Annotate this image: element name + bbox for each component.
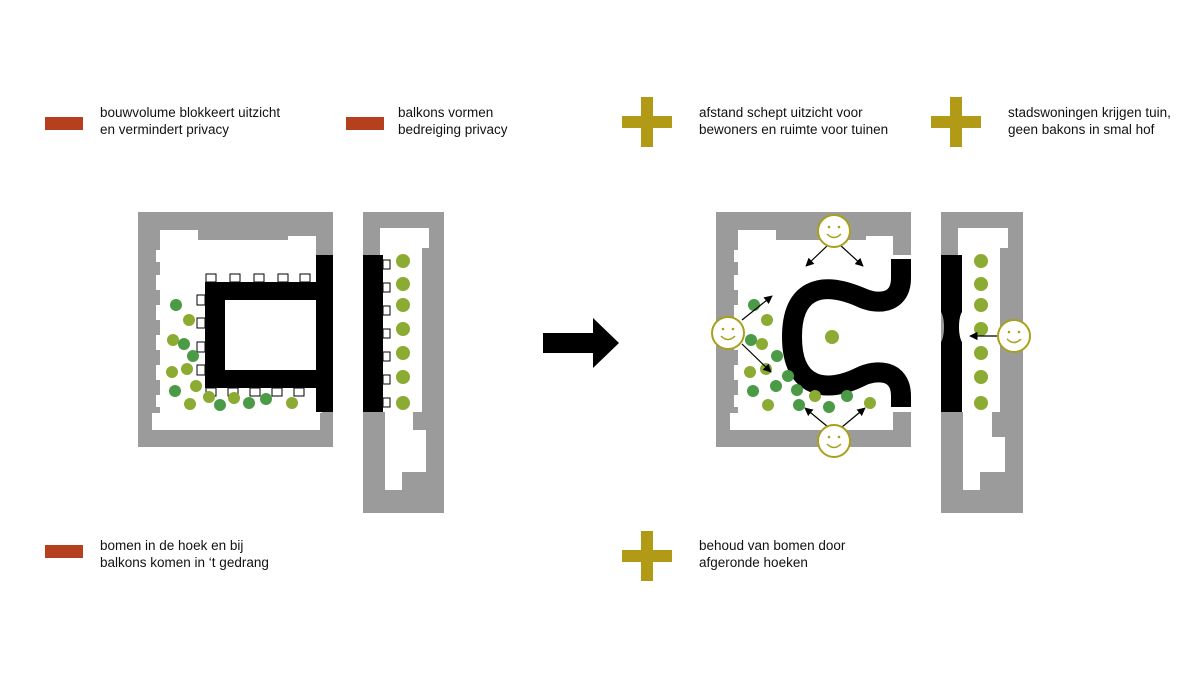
minus-bar-icon xyxy=(45,117,83,130)
legend-line: stadswoningen krijgen tuin, xyxy=(1008,105,1171,120)
minus-bar-icon xyxy=(346,117,384,130)
smiley-face-icon xyxy=(997,319,1031,353)
legend-line: balkons vormen xyxy=(398,105,494,120)
trees xyxy=(166,299,298,411)
legend-line: behoud van bomen door xyxy=(699,538,846,553)
plus-cross-icon xyxy=(931,97,981,147)
smiley-face-icon xyxy=(817,424,851,458)
legend-line: bouwvolume blokkeert uitzicht xyxy=(100,105,281,120)
building-volume-strip xyxy=(941,255,962,412)
view-arrows xyxy=(741,244,998,428)
trees xyxy=(974,254,988,410)
smiley-face-icon xyxy=(817,214,851,248)
legend-line: en vermindert privacy xyxy=(100,122,230,137)
tree xyxy=(825,330,839,344)
minus-bar-icon xyxy=(45,545,83,558)
legend-line: balkons komen in ‘t gedrang xyxy=(100,555,269,570)
legend-building-volume: bouwvolume blokkeert uitzicht en vermind… xyxy=(100,104,280,138)
legend-townhouses-garden: stadswoningen krijgen tuin, geen bakons … xyxy=(1008,104,1171,138)
trees xyxy=(744,299,876,413)
legend-line: geen bakons in smal hof xyxy=(1008,122,1155,137)
legend-preserve-trees: behoud van bomen door afgeronde hoeken xyxy=(699,537,845,571)
arrow-right-icon xyxy=(543,318,619,368)
building-block xyxy=(138,212,333,447)
building-block xyxy=(716,212,911,447)
building-volume-curved xyxy=(781,259,911,407)
legend-line: bomen in de hoek en bij xyxy=(100,538,244,553)
smiley-face-icon xyxy=(711,316,745,350)
legend-balconies: balkons vormen bedreiging privacy xyxy=(398,104,508,138)
legend-line: afgeronde hoeken xyxy=(699,555,808,570)
legend-line: bedreiging privacy xyxy=(398,122,508,137)
legend-line: bewoners en ruimte voor tuinen xyxy=(699,122,889,137)
plan-existing xyxy=(138,212,444,513)
legend-distance-view: afstand schept uitzicht voor bewoners en… xyxy=(699,104,888,138)
plus-cross-icon xyxy=(622,97,672,147)
plan-proposed xyxy=(711,212,1031,513)
legend-line: afstand schept uitzicht voor xyxy=(699,105,863,120)
building-volume-u xyxy=(205,255,333,412)
building-volume-strip xyxy=(363,255,383,412)
legend-trees-corner: bomen in de hoek en bij balkons komen in… xyxy=(100,537,269,571)
balconies xyxy=(382,259,391,408)
trees xyxy=(396,254,410,410)
building-strip xyxy=(941,212,1023,513)
building-strip xyxy=(363,212,444,513)
plus-cross-icon xyxy=(622,531,672,581)
